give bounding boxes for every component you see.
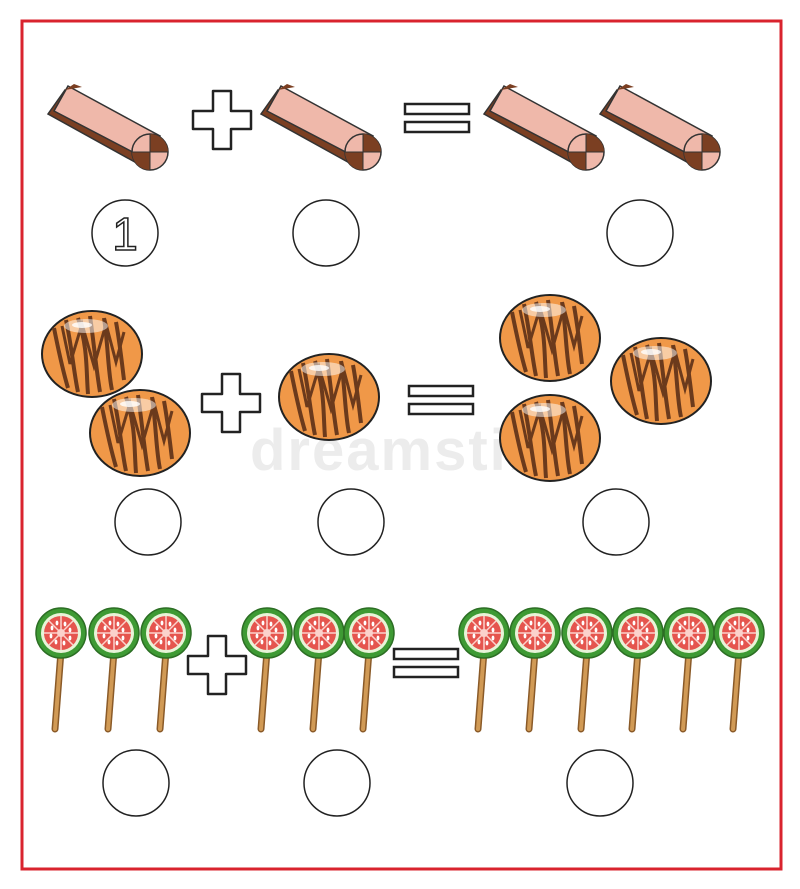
answer-circle-right[interactable] — [303, 749, 371, 817]
answer-circle-left[interactable] — [114, 488, 182, 556]
answer-circle-right[interactable] — [292, 199, 360, 267]
sausage-icon — [483, 83, 605, 171]
page-border — [20, 19, 783, 871]
round-candy-icon — [609, 336, 713, 426]
answer-circle-left[interactable]: 1 — [91, 199, 159, 267]
answer-circle-right[interactable] — [317, 488, 385, 556]
row-3 — [36, 608, 764, 817]
watermelon-lollipop-icon — [613, 608, 663, 729]
sausage-icon — [260, 83, 382, 171]
answer-circle-sum[interactable] — [566, 749, 634, 817]
equals-sign-icon — [392, 647, 460, 679]
round-candy-icon — [277, 352, 381, 442]
watermelon-lollipop-icon — [562, 608, 612, 729]
watermelon-lollipop-icon — [664, 608, 714, 729]
watermelon-lollipop-icon — [294, 608, 344, 729]
sausage-icon — [47, 83, 169, 171]
watermelon-lollipop-icon — [714, 608, 764, 729]
watermelon-lollipop-icon — [141, 608, 191, 729]
equals-sign-icon — [403, 102, 471, 134]
answer-circle-sum[interactable] — [606, 199, 674, 267]
watermelon-lollipop-icon — [89, 608, 139, 729]
watermelon-lollipop-icon — [242, 608, 292, 729]
round-candy-icon — [498, 293, 602, 383]
sausage-icon — [599, 83, 721, 171]
watermelon-lollipop-icon — [459, 608, 509, 729]
watermelon-lollipop-icon — [36, 608, 86, 729]
plus-sign-icon — [186, 634, 248, 696]
answer-circle-sum[interactable] — [582, 488, 650, 556]
watermelon-lollipop-icon — [510, 608, 560, 729]
row-2 — [40, 293, 713, 556]
plus-sign-icon — [191, 89, 253, 151]
round-candy-icon — [88, 388, 192, 478]
equals-sign-icon — [407, 384, 475, 416]
round-candy-icon — [498, 393, 602, 483]
answer-circle-left[interactable] — [102, 749, 170, 817]
round-candy-icon — [40, 309, 144, 399]
row-1: 1 — [47, 83, 721, 267]
answer-value: 1 — [112, 208, 138, 260]
watermelon-lollipop-icon — [344, 608, 394, 729]
